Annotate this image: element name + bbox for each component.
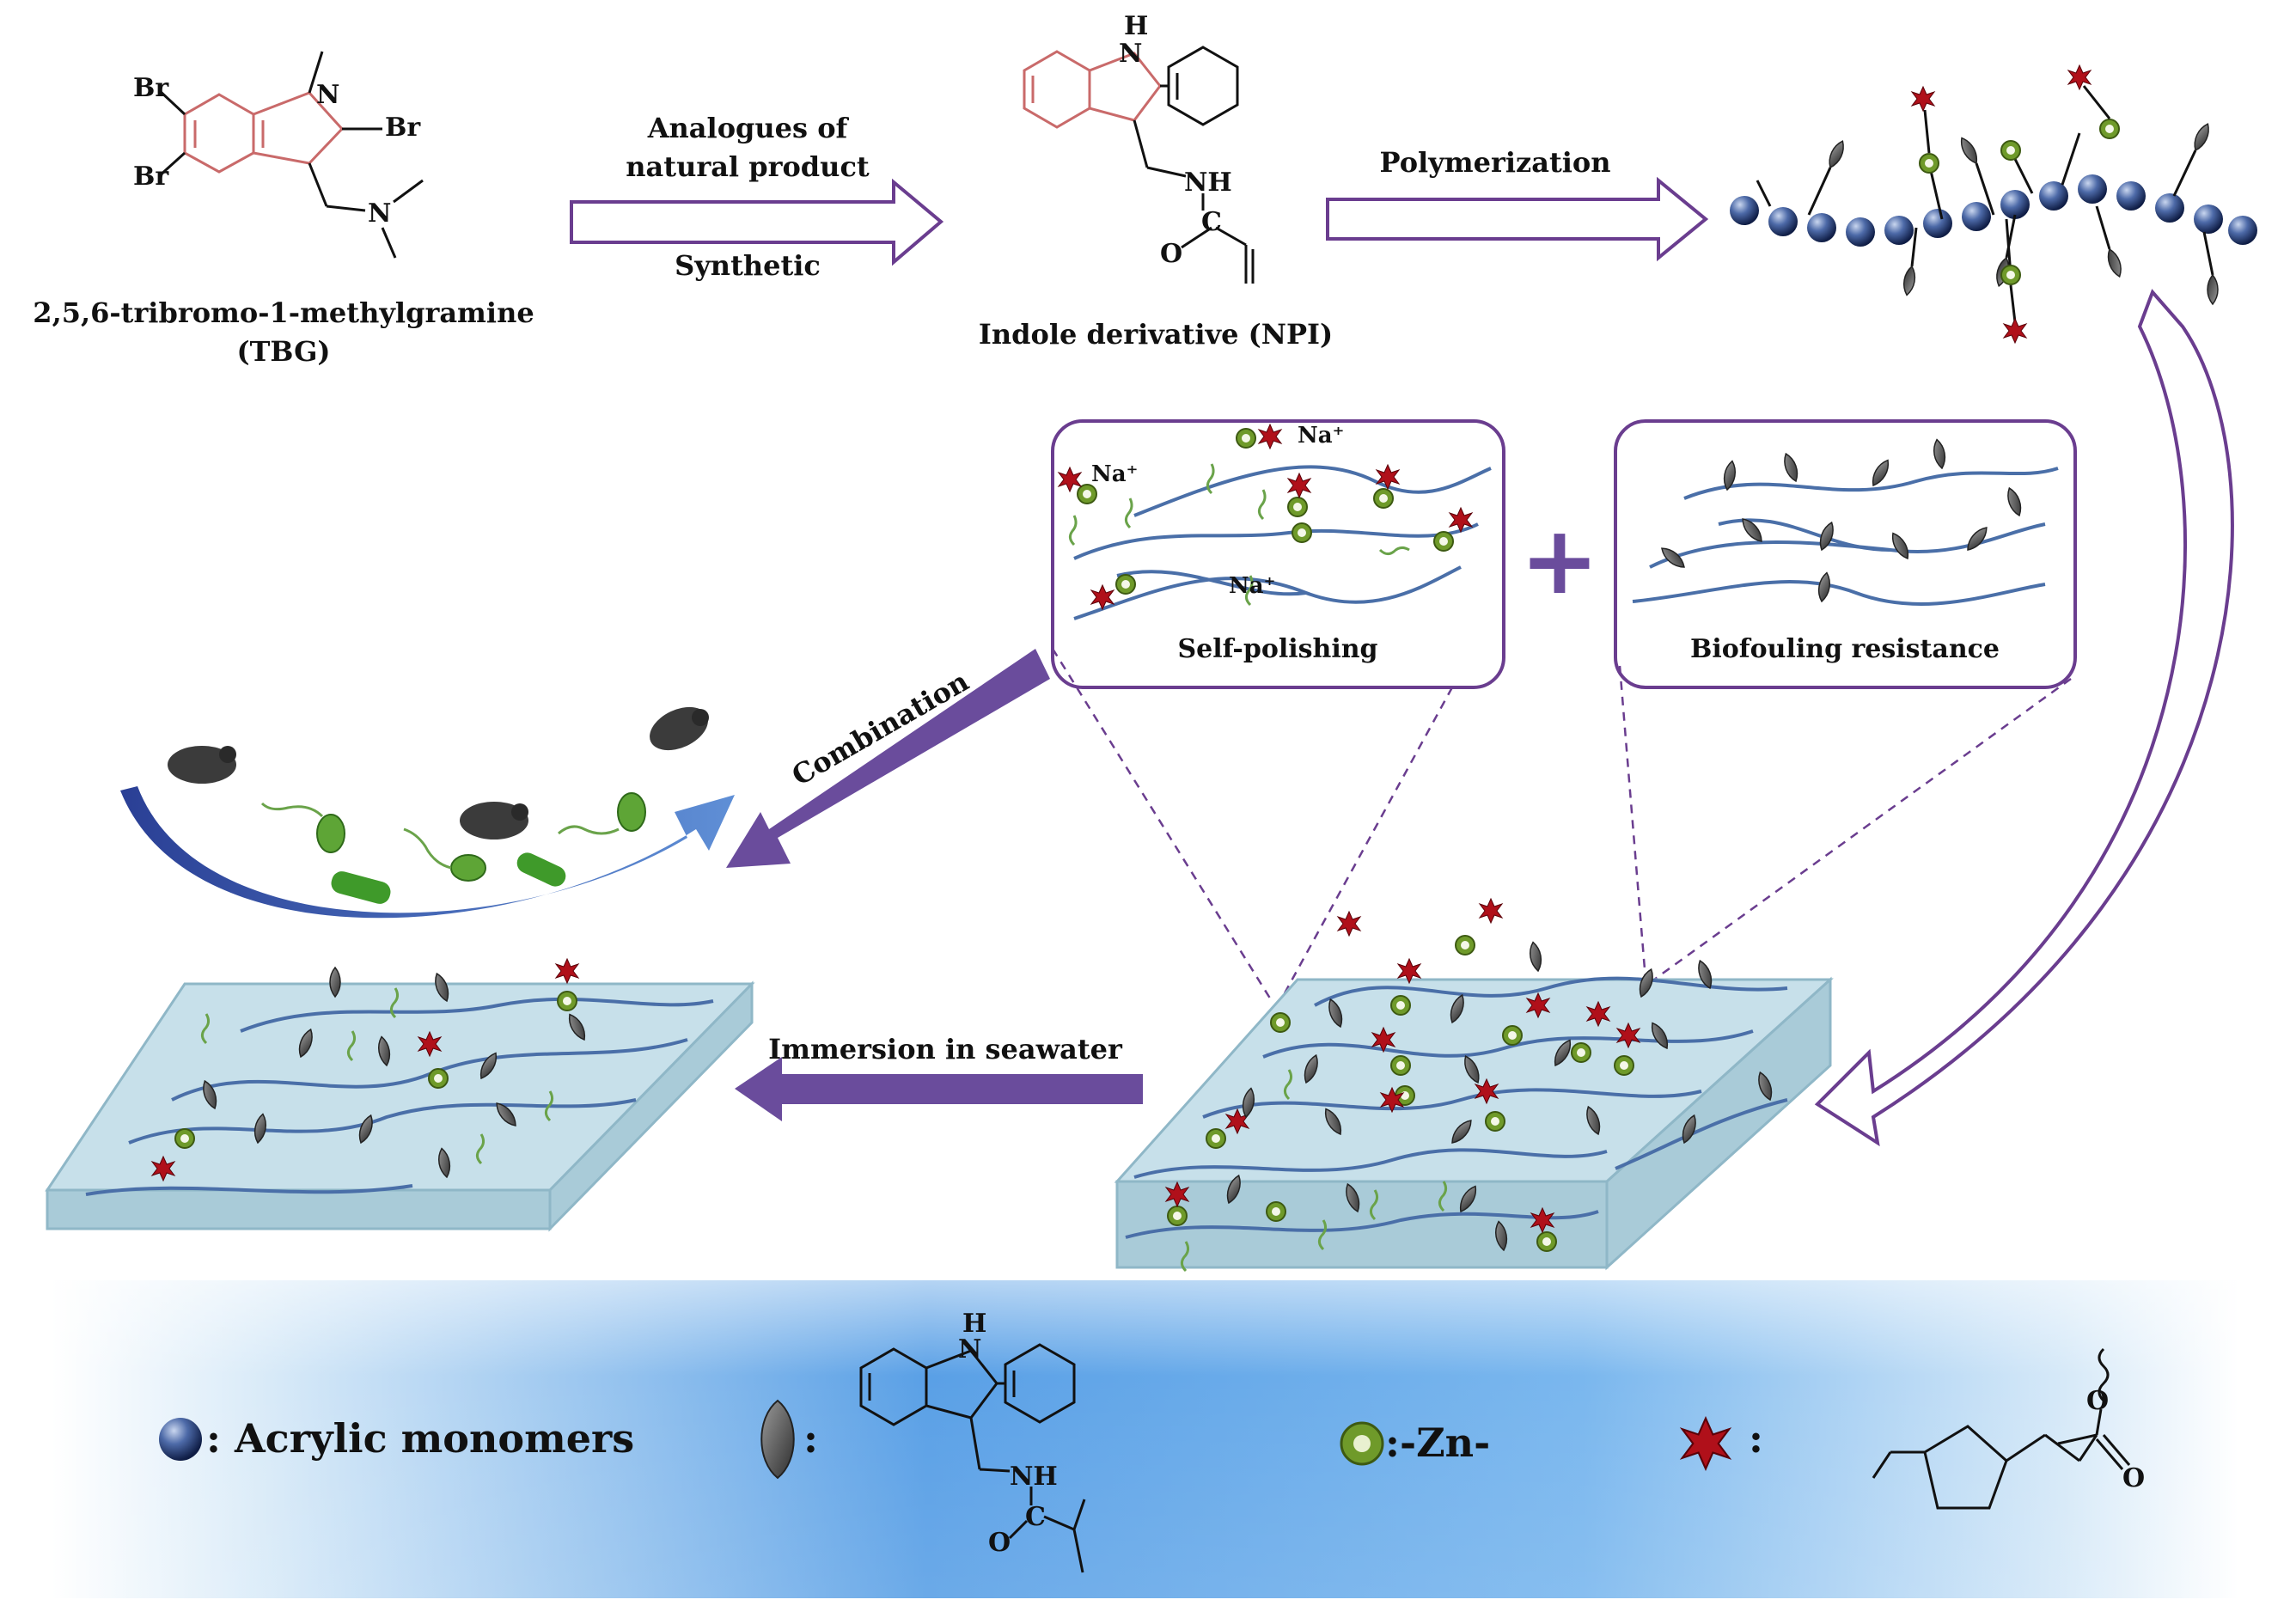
legend-indole-colon: : [803,1415,818,1462]
zoom-line-3 [1618,665,1647,980]
legend-atom-n: N [958,1334,981,1365]
immersion-label: Immersion in seawater [768,1033,1123,1065]
organisms-arc [120,706,735,919]
npi-structure: H N NH C O [1023,11,1255,284]
npi-atom-n: N [1119,39,1142,69]
atom-br-1: Br [133,73,169,103]
na-plus-1: Na⁺ [1091,461,1138,487]
legend-acrylic-label: : Acrylic monomers [206,1415,634,1462]
npi-atom-nh: NH [1184,168,1232,198]
indole-unit-icon [760,1399,795,1480]
polymerization-arrow [1326,176,1709,262]
degraded-coating-slab [45,958,755,1232]
carboxylate-star-icon [1679,1416,1732,1471]
zoom-line-1 [1051,648,1273,1002]
legend-star-colon: : [1749,1415,1763,1462]
na-plus-2: Na⁺ [1298,423,1344,449]
legend-atom-o: O [988,1528,1011,1558]
arrow1-label-line1: Analogues of [647,112,850,144]
legend-indole: : H N NH C O [760,1309,1086,1573]
legend-ester-o1: O [2086,1386,2109,1416]
combination-arrow [726,649,1050,868]
synthesis-arrow [570,178,944,266]
curved-return-arrow [1814,289,2234,1147]
arrow1-label-bottom: Synthetic [675,249,821,282]
plus-sign: + [1520,505,1599,615]
arrow2-label: Polymerization [1380,146,1611,179]
tbg-name: 2,5,6-tribromo-1-methylgramine [33,296,534,329]
self-polishing-content: Na⁺ Na⁺ Na⁺ [1058,423,1492,620]
legend-zn: :-Zn- [1340,1419,1490,1466]
polymer-chain [1730,64,2257,344]
npi-atom-o: O [1160,239,1182,269]
legend-atom-nh: NH [1010,1462,1058,1492]
biofouling-label: Biofouling resistance [1690,634,2000,664]
arrow1-label-line2: natural product [626,150,870,183]
na-plus-3: Na⁺ [1229,573,1275,599]
atom-n-ring: N [316,80,339,110]
legend-atom-h: H [962,1309,986,1339]
npi-label: Indole derivative (NPI) [979,318,1333,351]
legend-acrylic: : Acrylic monomers [159,1415,634,1462]
tbg-structure: Br Br Br N N [133,51,424,259]
atom-n-amine: N [368,198,391,229]
atom-br-2: Br [133,162,169,192]
legend-zn-label: :-Zn- [1385,1419,1490,1466]
atom-br-3: Br [385,113,421,143]
fresh-coating-slab [1114,898,1834,1273]
legend-atom-c: C [1025,1502,1046,1532]
self-polishing-label: Self-polishing [1177,634,1377,664]
immersion-arrow [735,1057,1143,1121]
npi-atom-c: C [1201,207,1222,237]
zoom-line-2 [1279,687,1454,1002]
tbg-abbr: (TBG) [236,335,330,368]
legend-ester-o2: O [2122,1463,2145,1493]
npi-atom-h: H [1124,11,1148,41]
biofouling-content [1632,437,2059,606]
zoom-line-4 [1653,677,2072,981]
acrylic-monomer-icon [159,1418,202,1461]
legend-star: : O O [1679,1347,2145,1510]
